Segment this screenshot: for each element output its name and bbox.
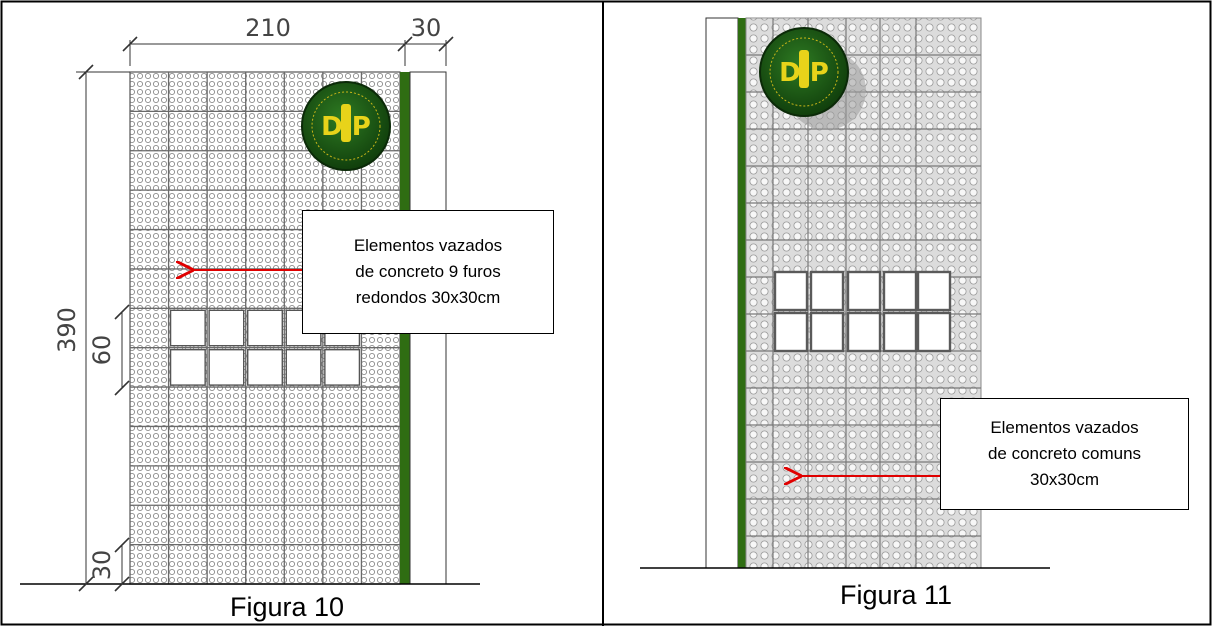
- fig11-green-strip: [738, 18, 746, 568]
- opening-block: [169, 348, 206, 386]
- opening-block: [773, 311, 809, 353]
- fig10-dimensions: [76, 36, 454, 592]
- fig11-dp-logo: D P: [759, 27, 866, 130]
- opening-block: [324, 348, 361, 386]
- fig10-dim-side: 30: [411, 14, 442, 42]
- opening-block: [809, 270, 845, 312]
- figure11-caption: Figura 11: [840, 580, 953, 610]
- fig11-note-line-1: Elementos vazados: [990, 418, 1139, 437]
- fig11-opening-blocks: [773, 270, 952, 353]
- fig10-dim-opening: 60: [88, 335, 116, 366]
- opening-block: [208, 348, 245, 386]
- opening-block: [285, 348, 322, 386]
- opening-block: [773, 270, 809, 312]
- fig11-side-column: [705, 17, 739, 569]
- opening-block: [916, 270, 952, 312]
- fig10-note-line-2: de concreto 9 furos: [355, 262, 501, 281]
- fig10-note-line-3: redondos 30x30cm: [355, 288, 501, 307]
- fig10-dp-logo: D P: [301, 81, 391, 171]
- opening-block: [208, 309, 245, 347]
- opening-block: [882, 311, 918, 353]
- figure10-caption: Figura 10: [230, 592, 345, 622]
- fig11-note-line-3: 30x30cm: [1030, 470, 1099, 489]
- opening-block: [846, 311, 882, 353]
- fig10-dim-bottom: 30: [88, 550, 116, 581]
- opening-block: [247, 309, 283, 347]
- opening-block: [882, 270, 918, 312]
- fig10-dim-width: 210: [245, 14, 291, 42]
- opening-block: [846, 270, 882, 312]
- opening-block: [916, 311, 952, 353]
- fig10-note-line-1: Elementos vazados: [353, 236, 503, 255]
- fig11-note-line-2: de concreto comuns: [987, 444, 1142, 463]
- fig10-dim-height: 390: [53, 307, 81, 353]
- fig10-callout-note: Elementos vazados de concreto 9 furos re…: [302, 210, 554, 334]
- opening-block: [809, 311, 845, 353]
- opening-block: [169, 309, 206, 347]
- opening-block: [247, 348, 283, 386]
- fig11-callout-note: Elementos vazados de concreto comuns 30x…: [940, 398, 1189, 510]
